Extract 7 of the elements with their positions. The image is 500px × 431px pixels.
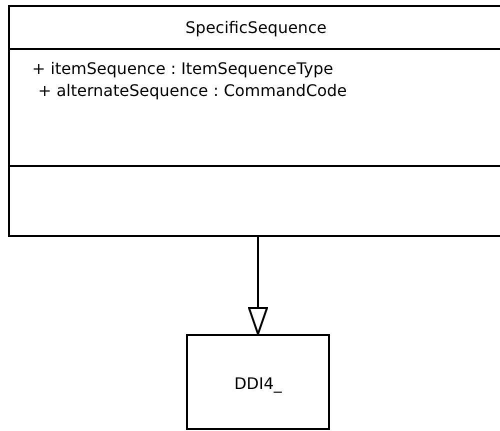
class-box [8, 5, 500, 237]
attribute: + itemSequence : ItemSequenceType [32, 59, 334, 78]
class-name: SpecificSequence [184, 18, 328, 37]
class-name: DDI4_ [233, 374, 283, 393]
attribute: + alternateSequence : CommandCode [38, 81, 347, 100]
generalization-arrow [248, 237, 268, 335]
class-box [186, 334, 330, 430]
